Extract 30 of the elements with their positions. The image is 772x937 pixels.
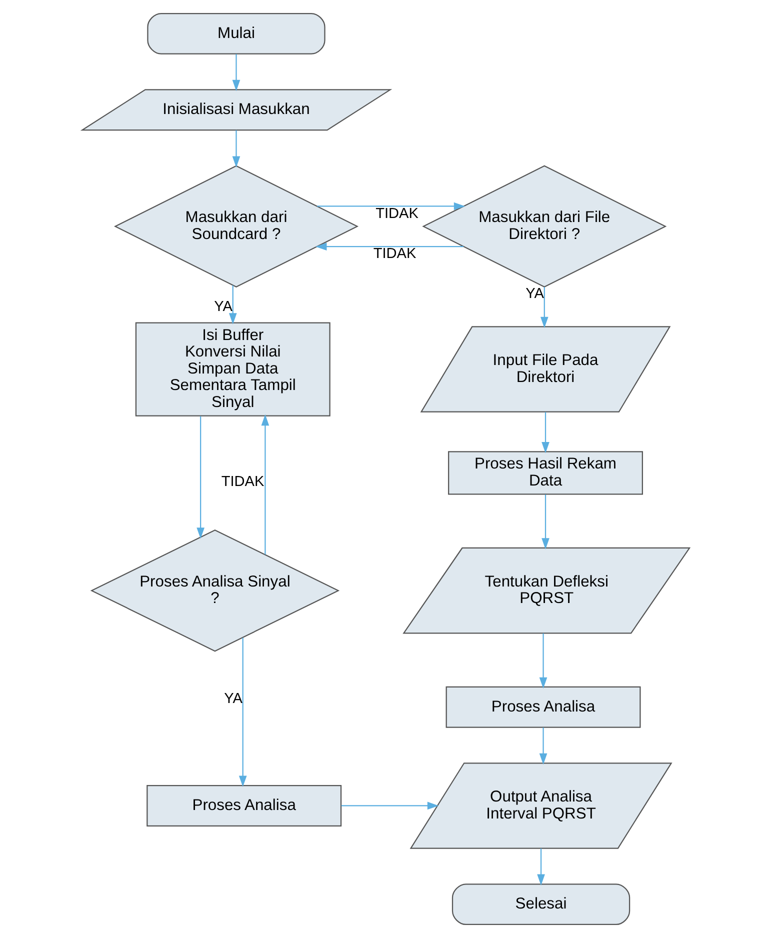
arrow: [539, 727, 548, 764]
node-box: Isi Buffer Konversi Nilai Simpan Data Sementara Tampil Sinyal: [135, 322, 330, 416]
edge-label: YA: [224, 690, 242, 706]
edge-label: TIDAK: [373, 246, 416, 262]
edge-label: YA: [214, 298, 233, 315]
arrow: [261, 414, 270, 554]
arrow: [537, 848, 545, 885]
arrow: [341, 801, 439, 810]
arrow: [317, 202, 466, 210]
arrow: [238, 637, 247, 786]
arrow: [539, 632, 548, 688]
edge-label: YA: [526, 286, 544, 302]
node-diamond: Proses Analisa Sinyal ?: [90, 528, 340, 652]
arrow: [542, 412, 550, 453]
edge-label: TIDAK: [221, 473, 264, 490]
node-box: Proses Analisa: [446, 686, 641, 728]
edge-label: TIDAK: [376, 205, 418, 222]
node-box: Mulai: [147, 12, 326, 54]
arrow: [540, 286, 548, 328]
node-box: Proses Analisa: [146, 784, 342, 826]
arrow: [542, 494, 550, 549]
arrow: [232, 54, 240, 91]
arrow: [196, 416, 204, 538]
node-box: Selesai: [452, 883, 630, 925]
arrow: [316, 242, 464, 250]
arrow: [232, 130, 240, 167]
node-box: Proses Hasil Rekam Data: [448, 450, 643, 494]
node-diamond: Masukkan dari Soundcard ?: [114, 164, 359, 288]
arrow: [228, 284, 237, 324]
node-diamond: Masukkan dari File Direktori ?: [422, 164, 667, 288]
